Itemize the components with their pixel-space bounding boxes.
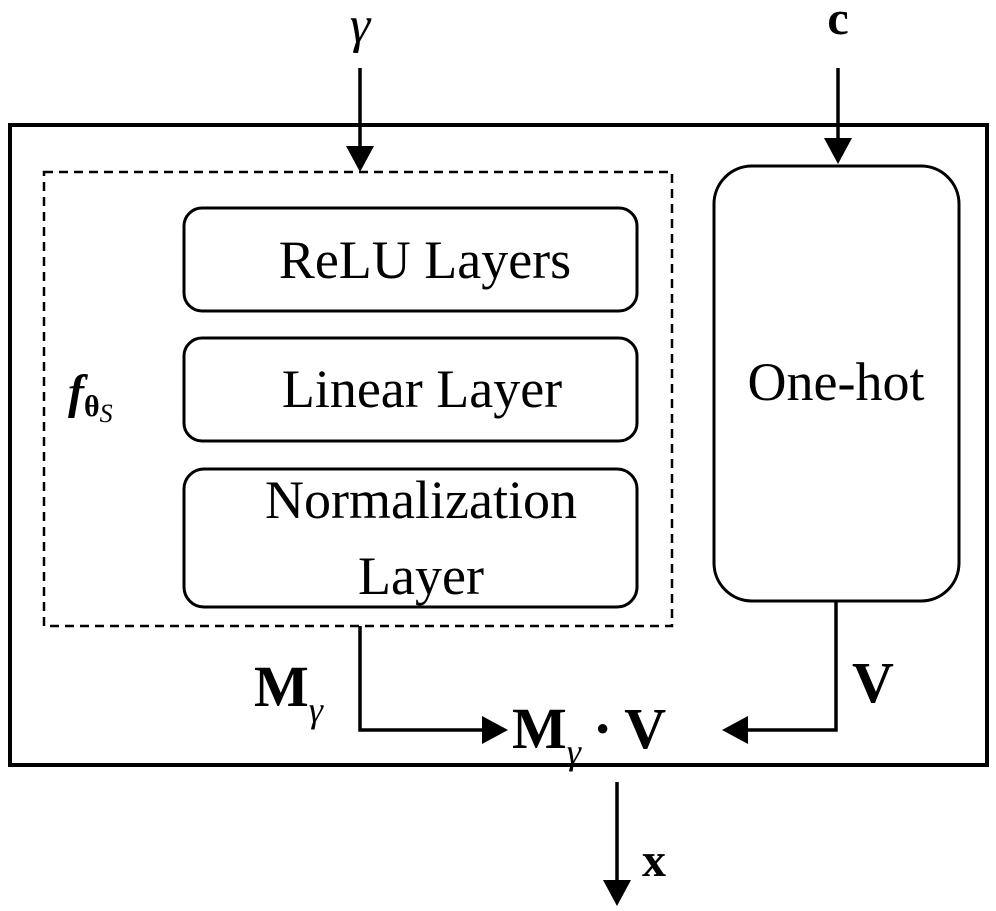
relu-layers-label: ReLU Layers bbox=[279, 230, 571, 290]
x-output-label: x bbox=[642, 834, 666, 887]
product-M: M bbox=[512, 696, 567, 761]
f-theta-f: f bbox=[68, 366, 88, 419]
f-theta-sub: S bbox=[100, 399, 113, 428]
product-sub: γ bbox=[567, 732, 582, 772]
outer-module-frame bbox=[8, 123, 989, 767]
product-label: Mγ ·V bbox=[512, 696, 666, 772]
normalization-layer-label-line1: Normalization bbox=[265, 470, 577, 530]
product-V: V bbox=[624, 696, 666, 761]
c-input-label: c bbox=[827, 0, 848, 45]
m-gamma-path bbox=[358, 626, 490, 732]
linear-layer-box bbox=[182, 336, 639, 443]
f-theta-theta: θ bbox=[84, 390, 100, 423]
m-gamma-arrowhead bbox=[482, 716, 508, 744]
v-label: V bbox=[852, 650, 894, 715]
v-path bbox=[742, 601, 838, 732]
m-gamma-label: Mγ bbox=[254, 654, 324, 730]
linear-layer-label: Linear Layer bbox=[282, 359, 562, 419]
gamma-input-label: γ bbox=[350, 0, 372, 54]
x-output-arrowhead bbox=[603, 880, 631, 906]
f-theta-label: fθS bbox=[68, 366, 113, 428]
v-arrowhead bbox=[722, 716, 748, 744]
product-dot: · bbox=[593, 696, 612, 761]
normalization-layer-box bbox=[182, 467, 639, 609]
relu-layers-box bbox=[182, 206, 639, 313]
c-input-arrowhead bbox=[824, 138, 852, 164]
m-gamma-M: M bbox=[254, 654, 309, 719]
gamma-input-arrowhead bbox=[346, 146, 374, 172]
m-gamma-sub: γ bbox=[309, 690, 324, 730]
one-hot-label: One-hot bbox=[748, 352, 925, 412]
f-theta-group-frame bbox=[42, 170, 674, 628]
normalization-layer-label-line2: Layer bbox=[358, 546, 484, 606]
